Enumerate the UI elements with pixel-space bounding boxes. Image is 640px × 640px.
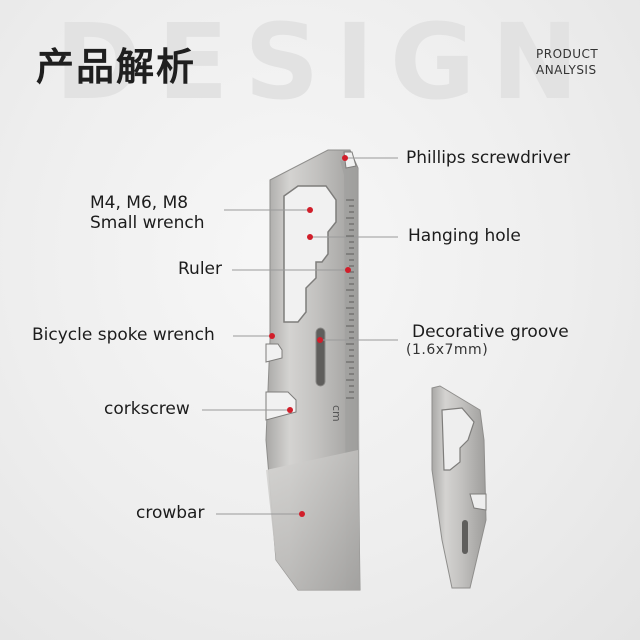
subtitle-line-2: ANALYSIS bbox=[536, 63, 597, 77]
label-small-wrench-line-1: M4, M6, M8 bbox=[90, 193, 189, 213]
design-watermark: DESIGN bbox=[55, 1, 595, 123]
ruler-unit: cm bbox=[330, 405, 343, 422]
label-hanging-hole: Hanging hole bbox=[408, 226, 521, 246]
marker-corkscrew bbox=[287, 407, 293, 413]
label-small-wrench-line-2: Small wrench bbox=[90, 213, 205, 233]
marker-wrench bbox=[307, 207, 313, 213]
label-decorative-groove: Decorative groove (1.6x7mm) bbox=[406, 322, 569, 358]
page-subtitle: PRODUCT ANALYSIS bbox=[536, 46, 598, 78]
marker-phillips bbox=[342, 155, 348, 161]
leader-lines bbox=[202, 157, 398, 515]
label-phillips-screwdriver: Phillips screwdriver bbox=[406, 148, 571, 168]
label-groove-size: (1.6x7mm) bbox=[406, 342, 489, 358]
label-bicycle-spoke-wrench: Bicycle spoke wrench bbox=[32, 325, 215, 345]
label-ruler: Ruler bbox=[178, 259, 222, 279]
page-title: 产品解析 bbox=[36, 45, 197, 89]
label-groove-title: Decorative groove bbox=[412, 322, 569, 342]
label-crowbar: crowbar bbox=[136, 503, 205, 523]
marker-ruler bbox=[345, 267, 351, 273]
marker-dots bbox=[269, 155, 351, 517]
secondary-tool bbox=[431, 385, 487, 589]
subtitle-line-1: PRODUCT bbox=[536, 47, 599, 61]
label-small-wrench: M4, M6, M8 Small wrench bbox=[90, 193, 205, 233]
marker-spoke-wrench bbox=[269, 333, 275, 339]
main-tool: cm bbox=[265, 149, 361, 591]
label-corkscrew: corkscrew bbox=[104, 399, 190, 419]
marker-groove bbox=[317, 337, 323, 343]
marker-hanging-hole bbox=[307, 234, 313, 240]
marker-crowbar bbox=[299, 511, 305, 517]
